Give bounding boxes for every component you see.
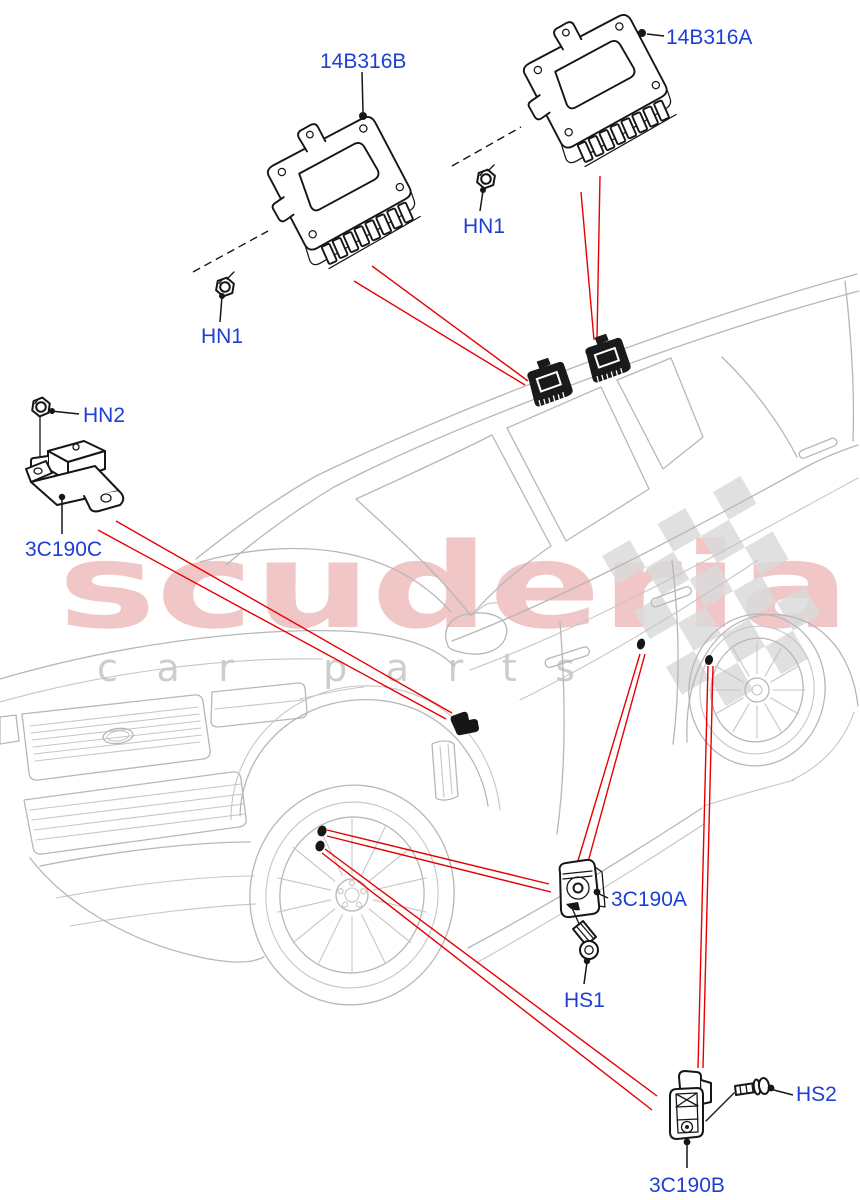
hex-nut-hn1-right-drawing — [475, 164, 497, 191]
callout-hn2[interactable]: HN2 — [83, 404, 125, 427]
rear-door-marker — [636, 638, 646, 650]
screw-hs2-drawing — [705, 1077, 775, 1122]
roof-module-marker-right — [581, 328, 634, 385]
hex-nut-hn2-drawing — [30, 395, 52, 462]
callout-hs1[interactable]: HS1 — [564, 989, 605, 1012]
callout-leader-lines — [49, 29, 794, 1168]
bpillar-sensor-marker — [450, 711, 479, 736]
callout-14b316a[interactable]: 14B316A — [666, 26, 752, 49]
front-arch-marker-upper — [317, 825, 327, 837]
callout-hs2[interactable]: HS2 — [796, 1083, 837, 1106]
sensor-3c190a-drawing — [558, 858, 606, 919]
control-module-14b316b-drawing — [247, 97, 428, 281]
front-arch-marker-lower — [315, 840, 325, 852]
callout-3c190a[interactable]: 3C190A — [611, 888, 687, 911]
sensor-3c190b-drawing — [669, 1070, 712, 1146]
control-module-14b316a-drawing — [503, 0, 684, 179]
sensor-bracket-3c190c-drawing — [25, 440, 125, 513]
hex-nut-hn1-left-drawing — [214, 271, 236, 299]
mounting-location-markers — [315, 328, 714, 852]
callout-hn1-right[interactable]: HN1 — [463, 215, 505, 238]
scuderia-watermark: scuderia car parts — [58, 476, 850, 707]
front-wheel — [249, 784, 455, 1006]
callout-3c190c[interactable]: 3C190C — [25, 538, 102, 561]
vehicle-outline — [0, 273, 860, 1006]
rear-wheel — [688, 613, 826, 767]
rear-wheel-marker — [704, 655, 714, 665]
screw-hs1-drawing — [571, 907, 599, 965]
callout-3c190b[interactable]: 3C190B — [649, 1174, 725, 1197]
roof-module-marker-left — [523, 352, 576, 409]
callout-14b316b[interactable]: 14B316B — [320, 50, 406, 73]
callout-hn1-left[interactable]: HN1 — [201, 325, 243, 348]
red-locator-lines — [97, 175, 714, 1111]
